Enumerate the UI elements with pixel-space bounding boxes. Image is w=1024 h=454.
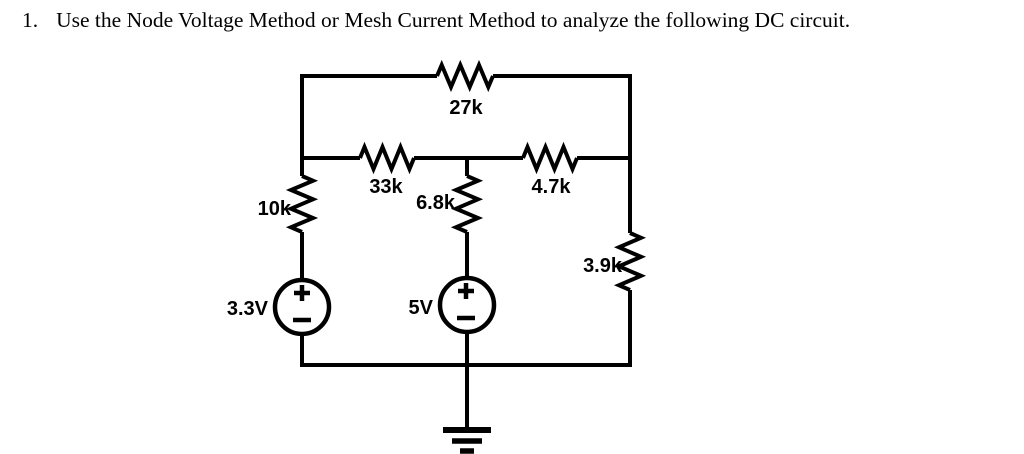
- problem-number: 1.: [22, 8, 39, 32]
- ground-icon: [443, 427, 491, 454]
- resistor-33k-label: 33k: [369, 176, 403, 198]
- resistor-6_8k: 6.8k: [416, 174, 484, 234]
- resistor-6_8k-zigzag: [450, 174, 484, 234]
- resistor-4_7k-label: 4.7k: [532, 176, 572, 198]
- resistor-3_9k-zigzag: [613, 231, 647, 292]
- voltage-source-5v-circle: [437, 275, 497, 335]
- resistor-27k-label: 27k: [449, 97, 483, 119]
- resistor-33k: 33k: [358, 141, 416, 198]
- problem-title: 1. Use the Node Voltage Method or Mesh Cu…: [22, 8, 850, 33]
- voltage-source-3_3v-circle: [272, 277, 332, 337]
- circuit-wires: [300, 74, 632, 428]
- resistor-10k: 10k: [258, 174, 319, 234]
- problem-statement: Use the Node Voltage Method or Mesh Curr…: [56, 8, 851, 32]
- resistor-3_9k: 3.9k: [583, 231, 647, 292]
- plus-icon: [294, 285, 310, 301]
- voltage-source-3_3v-label: 3.3V: [227, 298, 269, 320]
- voltage-source-3_3v: 3.3V: [227, 277, 332, 337]
- resistor-4_7k: 4.7k: [521, 141, 579, 198]
- resistor-3_9k-label: 3.9k: [583, 255, 623, 277]
- voltage-source-5v: 5V: [409, 275, 497, 335]
- resistor-33k-zigzag: [358, 141, 416, 175]
- wire-top-left: [300, 74, 437, 176]
- wire-top-right: [493, 74, 632, 233]
- resistor-27k: 27k: [435, 59, 495, 119]
- resistor-27k-zigzag: [435, 59, 495, 93]
- resistor-4_7k-zigzag: [521, 141, 579, 175]
- resistor-10k-label: 10k: [258, 198, 292, 220]
- voltage-source-5v-label: 5V: [409, 297, 434, 319]
- resistor-10k-zigzag: [285, 174, 319, 234]
- resistor-6_8k-label: 6.8k: [416, 192, 456, 214]
- plus-icon: [458, 283, 474, 299]
